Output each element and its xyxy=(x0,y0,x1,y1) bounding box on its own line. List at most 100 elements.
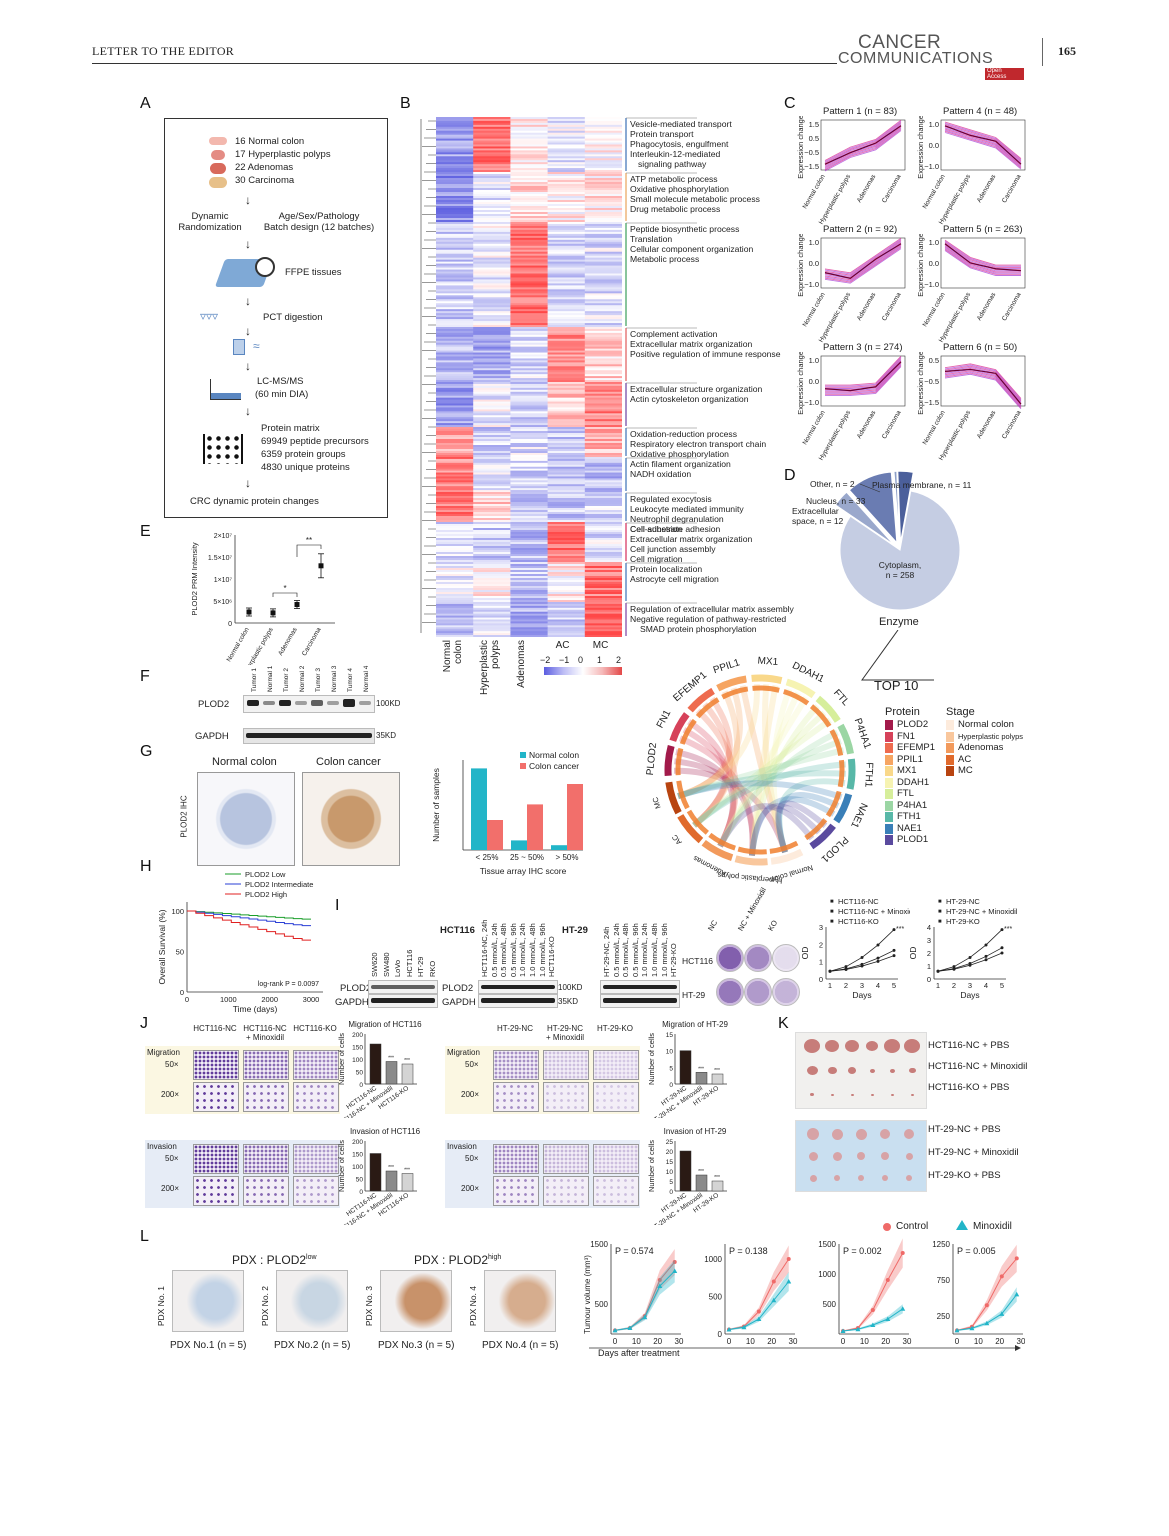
bar-invasion-hct116: Invasion of HCT116HCT116-NC***HCT116-NC … xyxy=(335,1127,421,1225)
growth-point xyxy=(952,967,956,971)
heatmap-cell xyxy=(584,397,623,401)
heatmap-cell xyxy=(510,269,549,273)
heatmap-cell xyxy=(510,574,549,577)
heatmap-cell xyxy=(436,241,474,245)
heatmap-cell xyxy=(584,550,623,553)
heatmap-cell xyxy=(584,445,623,448)
heatmap-cell xyxy=(584,267,623,271)
pattern-series-line xyxy=(944,365,1022,402)
data-point xyxy=(270,610,276,616)
go-term: Actin filament organization xyxy=(630,459,731,469)
bar xyxy=(679,1150,692,1192)
heatmap-cell xyxy=(584,538,623,541)
step-ffpe: FFPE tissues xyxy=(285,267,342,278)
plot-frame xyxy=(940,237,1026,289)
heatmap-cell xyxy=(547,512,586,515)
heatmap-cell xyxy=(510,370,549,373)
heatmap-cell xyxy=(584,174,623,177)
heatmap-cell xyxy=(584,210,623,213)
heatmap-cell xyxy=(510,492,549,495)
heatmap-cell xyxy=(473,325,511,328)
heatmap-cell xyxy=(436,598,474,601)
heatmap-cell xyxy=(510,358,549,361)
heatmap-cell xyxy=(473,615,511,619)
tumor xyxy=(858,1175,864,1181)
heatmap-cell xyxy=(436,415,474,418)
heatmap-cell xyxy=(473,558,511,561)
pattern-series-line xyxy=(825,366,902,396)
pdx-low-title: PDX : PLOD2low xyxy=(232,1253,317,1267)
heatmap-cell xyxy=(473,334,511,338)
sig-star: * xyxy=(283,584,286,593)
heatmap-cell xyxy=(584,556,623,559)
heatmap-cell xyxy=(510,338,549,342)
growth-point xyxy=(984,958,988,962)
chord-link xyxy=(692,702,733,828)
heatmap-cell xyxy=(510,498,549,501)
go-term: Interleukin-12-mediated xyxy=(630,149,721,159)
heatmap-cell xyxy=(510,117,549,120)
heatmap-cell xyxy=(510,251,549,255)
heatmap-cell xyxy=(584,514,623,517)
heatmap-cell xyxy=(510,164,549,167)
chord-link xyxy=(717,729,839,848)
heatmap-cell xyxy=(473,631,511,634)
go-term: Cell-substrate adhesion xyxy=(630,524,721,534)
heatmap-cell xyxy=(473,550,511,553)
heatmap-cell xyxy=(436,538,474,541)
heatmap-cell xyxy=(510,220,549,223)
legend-label: PLOD2 Intermediate xyxy=(245,880,313,889)
heatmap-cell xyxy=(473,202,511,205)
heatmap-cell xyxy=(547,253,586,257)
y-axis-label: Expression changes xyxy=(916,352,925,415)
heatmap-cell xyxy=(436,603,474,607)
heatmap-cell xyxy=(473,534,511,537)
heatmap-cell xyxy=(436,261,474,265)
x-tick: Normal colon xyxy=(226,626,251,663)
y-tick: 1 xyxy=(927,962,931,971)
pattern-series-line xyxy=(824,237,902,274)
heatmap-cell xyxy=(510,247,549,251)
heatmap-cell xyxy=(473,399,511,403)
tissue-icon-4 xyxy=(209,177,227,188)
heatmap-cell xyxy=(510,299,549,302)
heatmap-cell xyxy=(510,291,549,294)
x-tick: Normal colon xyxy=(802,173,827,210)
heatmap-cell xyxy=(436,301,474,304)
heatmap-cell xyxy=(547,162,586,165)
pdx-side-label: PDX No. 1 xyxy=(156,1286,166,1327)
matrix-line-1: 69949 peptide precursors xyxy=(261,436,369,447)
heatmap-cell xyxy=(473,233,511,237)
heatmap-cell xyxy=(510,194,549,197)
go-term: signaling pathway xyxy=(638,159,707,169)
heatmap-cell xyxy=(473,216,511,219)
heatmap-cell xyxy=(510,227,549,231)
go-term: Cell migration xyxy=(630,554,683,564)
bar-cancer xyxy=(527,804,543,850)
heatmap-cell xyxy=(473,277,511,280)
pattern-series-line xyxy=(944,243,1021,270)
ihc-cancer-image xyxy=(302,772,400,866)
heatmap-cell xyxy=(510,160,549,163)
heatmap-cell xyxy=(584,372,623,375)
heatmap-cell xyxy=(510,212,549,215)
heatmap-cell xyxy=(473,247,511,251)
heatmap-cell xyxy=(510,566,549,569)
heatmap-cell xyxy=(584,526,623,529)
heatmap-cell xyxy=(510,148,549,151)
heatmap-cell xyxy=(547,605,586,609)
heatmap-cell xyxy=(436,468,474,472)
data-point xyxy=(984,1320,990,1326)
heatmap-cell xyxy=(473,433,511,436)
y-tick: 1.0 xyxy=(809,238,819,247)
heatmap-cell xyxy=(584,279,623,282)
chord-link xyxy=(748,796,836,856)
legend-swatch xyxy=(946,720,954,730)
legend-control-dot xyxy=(883,1223,891,1231)
heatmap-cell xyxy=(510,415,549,418)
heatmap-cell xyxy=(547,214,586,217)
pie-label-other: Other, n = 2 xyxy=(810,479,855,489)
